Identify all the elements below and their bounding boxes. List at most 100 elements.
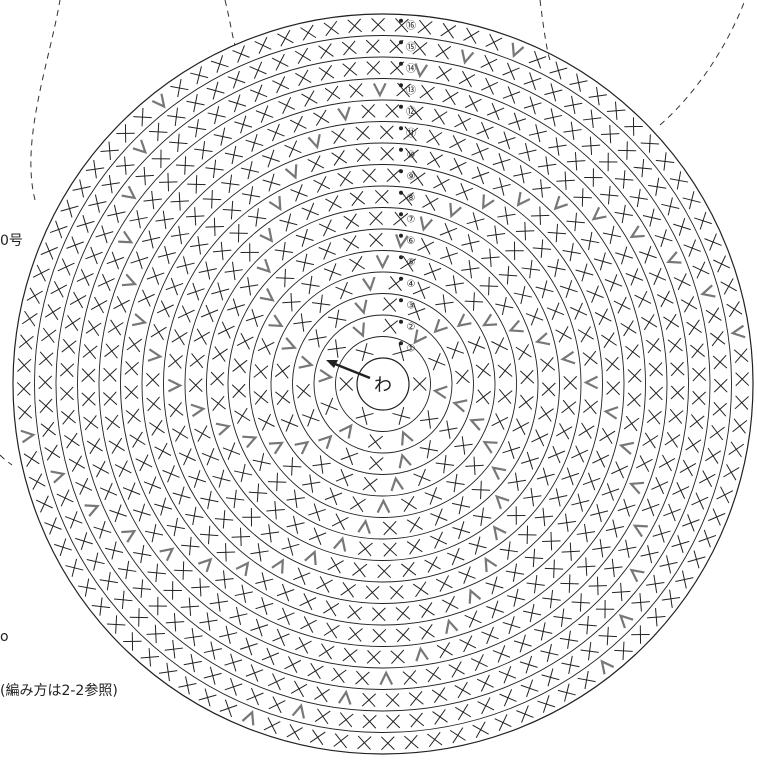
increase-symbol xyxy=(732,326,745,339)
single-crochet-symbol xyxy=(499,266,517,284)
single-crochet-symbol xyxy=(655,229,673,247)
single-crochet-symbol xyxy=(341,582,356,597)
single-crochet-symbol xyxy=(255,37,272,54)
single-crochet-symbol xyxy=(194,329,210,345)
increase-symbol xyxy=(508,321,523,336)
single-crochet-symbol xyxy=(295,48,311,64)
single-crochet-symbol xyxy=(531,430,548,447)
single-crochet-symbol xyxy=(225,146,243,164)
single-crochet-symbol xyxy=(314,687,329,702)
single-crochet-symbol xyxy=(290,116,306,132)
single-crochet-symbol xyxy=(54,538,71,555)
increase-symbol xyxy=(478,194,494,210)
single-crochet-symbol xyxy=(486,34,502,50)
single-crochet-symbol xyxy=(167,108,185,126)
single-crochet-symbol xyxy=(662,590,680,608)
increase-symbol xyxy=(378,501,390,513)
single-crochet-symbol xyxy=(199,262,217,280)
single-crochet-symbol xyxy=(487,103,504,120)
increase-symbol xyxy=(363,277,376,290)
single-crochet-symbol xyxy=(452,521,470,539)
increase-symbol xyxy=(260,228,276,244)
single-crochet-symbol xyxy=(19,335,33,349)
single-crochet-symbol xyxy=(136,167,154,185)
single-crochet-symbol xyxy=(560,574,578,592)
single-crochet-symbol xyxy=(116,156,134,174)
single-crochet-symbol xyxy=(356,343,374,361)
single-crochet-symbol xyxy=(684,240,701,257)
single-crochet-symbol xyxy=(563,122,581,140)
single-crochet-symbol xyxy=(430,509,447,526)
single-crochet-symbol xyxy=(332,150,347,165)
single-crochet-symbol xyxy=(567,152,585,170)
single-crochet-symbol xyxy=(105,541,123,559)
single-crochet-symbol xyxy=(425,557,441,573)
single-crochet-symbol xyxy=(631,625,649,643)
single-crochet-symbol xyxy=(639,246,656,263)
single-crochet-symbol xyxy=(309,528,326,545)
single-crochet-symbol xyxy=(356,126,370,140)
single-crochet-symbol xyxy=(356,671,370,685)
single-crochet-symbol xyxy=(103,368,116,381)
single-crochet-symbol xyxy=(113,296,129,312)
single-crochet-symbol xyxy=(628,369,641,382)
single-crochet-symbol xyxy=(690,344,704,358)
single-crochet-symbol xyxy=(717,487,733,503)
slip-stitch-dot xyxy=(399,40,403,44)
single-crochet-symbol xyxy=(190,66,208,84)
single-crochet-symbol xyxy=(206,218,224,236)
single-crochet-symbol xyxy=(341,448,358,465)
single-crochet-symbol xyxy=(643,209,661,227)
single-crochet-symbol xyxy=(172,426,188,442)
single-crochet-symbol xyxy=(332,514,348,530)
single-crochet-symbol xyxy=(498,364,512,378)
increase-symbol xyxy=(455,314,471,330)
increase-symbol xyxy=(508,43,523,58)
single-crochet-symbol xyxy=(386,693,399,706)
single-crochet-symbol xyxy=(579,423,595,439)
single-crochet-symbol xyxy=(577,557,595,575)
single-crochet-symbol xyxy=(556,172,574,190)
single-crochet-symbol xyxy=(285,141,302,158)
single-crochet-symbol xyxy=(503,616,521,634)
single-crochet-symbol xyxy=(436,66,451,81)
single-crochet-symbol xyxy=(547,303,564,320)
single-crochet-symbol xyxy=(590,504,608,522)
single-crochet-symbol xyxy=(178,676,196,694)
round-number: ⑥ xyxy=(407,236,416,247)
single-crochet-symbol xyxy=(277,584,294,601)
single-crochet-symbol xyxy=(436,575,452,591)
single-crochet-symbol xyxy=(65,559,83,577)
single-crochet-symbol xyxy=(522,260,540,278)
single-crochet-symbol xyxy=(618,499,635,516)
single-crochet-symbol xyxy=(669,409,683,423)
slip-stitch-dot xyxy=(399,169,403,173)
round-number: ⑩ xyxy=(407,150,416,161)
single-crochet-symbol xyxy=(127,337,142,352)
single-crochet-symbol xyxy=(460,636,476,652)
single-crochet-symbol xyxy=(300,25,315,40)
single-crochet-symbol xyxy=(446,275,464,293)
single-crochet-symbol xyxy=(282,293,300,311)
single-crochet-symbol xyxy=(159,663,177,681)
single-crochet-symbol xyxy=(583,473,600,490)
single-crochet-symbol xyxy=(250,85,267,102)
single-crochet-symbol xyxy=(237,333,253,349)
single-crochet-symbol xyxy=(293,313,311,331)
single-crochet-symbol xyxy=(232,528,250,546)
single-crochet-symbol xyxy=(339,713,353,727)
single-crochet-symbol xyxy=(454,436,472,454)
instruction-note: (編み方は2-2参照) xyxy=(0,683,118,699)
single-crochet-symbol xyxy=(328,310,346,328)
increase-symbol xyxy=(629,226,645,242)
single-crochet-symbol xyxy=(369,212,383,226)
increase-symbol xyxy=(453,397,467,411)
single-crochet-symbol xyxy=(246,134,264,152)
single-crochet-symbol xyxy=(228,71,245,88)
single-crochet-symbol xyxy=(73,179,91,197)
single-crochet-symbol xyxy=(219,626,237,644)
single-crochet-symbol xyxy=(133,504,151,522)
single-crochet-symbol xyxy=(272,77,289,94)
single-crochet-symbol xyxy=(459,71,475,87)
single-crochet-symbol xyxy=(86,321,101,336)
